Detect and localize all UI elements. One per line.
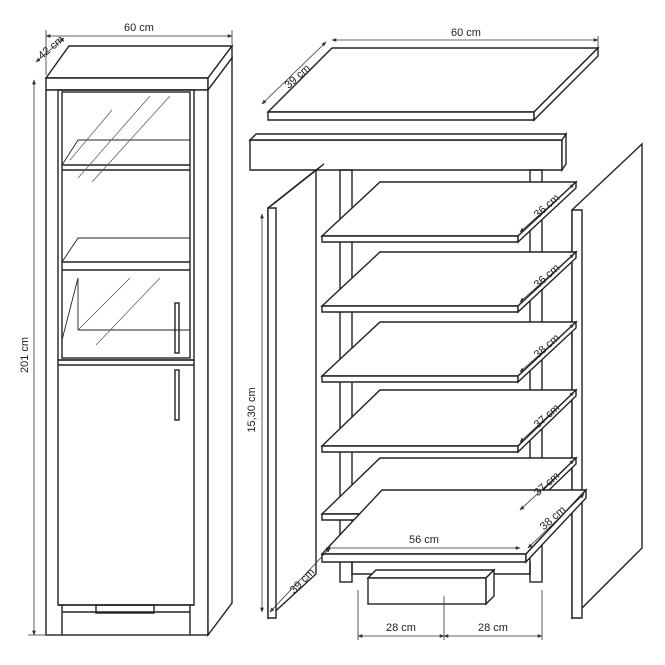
exploded-parts (248, 46, 643, 620)
top-width-label: 60 cm (451, 27, 481, 39)
bottom-width-label: 56 cm (409, 534, 439, 546)
drawer-right-label: 28 cm (478, 622, 508, 634)
assembled-height-label: 201 cm (19, 337, 31, 373)
drawer (366, 568, 496, 606)
drawer-left-label: 28 cm (386, 622, 416, 634)
side-height-label: 15,30 cm (246, 387, 258, 432)
assembled-cabinet (44, 43, 234, 638)
assembled-width-label: 60 cm (124, 22, 154, 34)
